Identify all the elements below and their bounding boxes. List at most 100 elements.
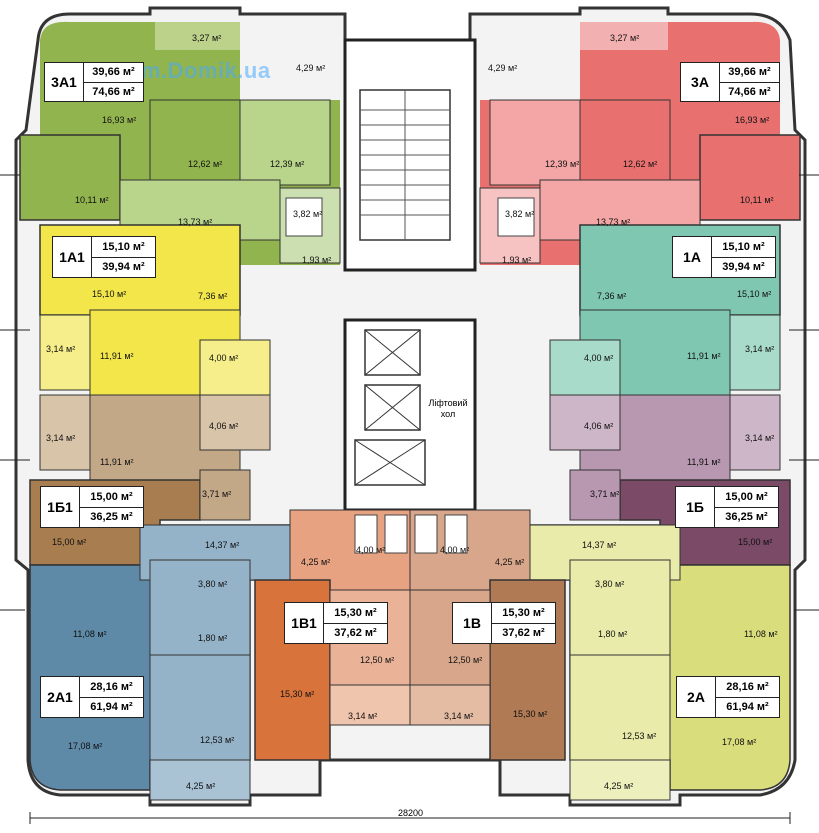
apt-living-area: 15,00 м² [725,490,768,503]
room-area: 4,00 м² [584,353,614,363]
room-area: 17,08 м² [68,741,103,751]
room-area: 16,93 м² [102,115,137,125]
room-area: 4,29 м² [296,63,326,73]
room-area: 13,73 м² [596,217,631,227]
room-area: 10,11 м² [75,195,109,205]
apt-total-area: 74,66 м² [720,81,779,102]
room-area: 10,11 м² [740,195,774,205]
apt-code: 1В [453,603,492,643]
room-area: 3,14 м² [348,711,378,721]
room-area: 14,37 м² [582,540,617,550]
room-area: 7,36 м² [198,291,228,301]
bathtub-icon [444,514,468,554]
room-area: 11,08 м² [73,629,107,639]
room-area: 12,53 м² [622,731,657,741]
apt-3A1-balcony [155,22,240,50]
apt-total-area: 36,25 м² [80,506,143,528]
room-area: 4,25 м² [495,557,525,567]
room-area: 15,10 м² [92,289,127,299]
room-area: 3,14 м² [444,711,474,721]
apt-tag-1V: 1В 15,30 м² 37,62 м² [452,602,556,644]
apt-total-area: 39,94 м² [92,256,155,278]
apt-code: 1A [673,237,712,277]
room-area: 4,06 м² [209,421,239,431]
apt-code: 1В1 [285,603,324,643]
room-area: 1,93 м² [502,255,532,265]
room-area: 11,91 м² [100,351,134,361]
apt-living-area: 28,16 м² [90,680,133,693]
apt-total-area: 39,94 м² [712,256,775,278]
room-area: 11,91 м² [100,457,134,467]
apt-total-area: 36,25 м² [715,506,778,528]
apt-total-area: 61,94 м² [80,696,143,718]
apt-code: 3A [681,63,720,101]
room-area: 3,14 м² [46,344,76,354]
room-area: 12,39 м² [545,159,580,169]
apt-living-area: 15,30 м² [334,606,377,619]
room-area: 12,50 м² [448,655,483,665]
apt-3A-room [699,134,801,221]
apt-total-area: 61,94 м² [716,696,779,718]
room-area: 11,91 м² [687,457,721,467]
room-area: 4,25 м² [186,781,216,791]
apt-3A1-kitchen [149,99,241,186]
bathtub-icon [497,197,535,237]
apt-code: 1A1 [53,237,92,277]
room-area: 3,82 м² [505,209,535,219]
apartment-purple-right [549,394,781,481]
room-area: 1,80 м² [198,633,228,643]
apt-living-area: 39,66 м² [92,66,135,79]
apt-living-area: 39,66 м² [728,66,771,79]
room-area: 4,06 м² [584,421,614,431]
apartment-beige-left [39,394,271,481]
room-area: 4,29 м² [488,63,518,73]
room-area: 3,27 м² [610,33,640,43]
room-area: 15,00 м² [738,537,773,547]
apt-living-area: 15,30 м² [502,606,545,619]
room-area: 3,82 м² [293,209,323,219]
room-area: 1,80 м² [598,629,628,639]
bathtub-icon [285,197,323,237]
room-area: 17,08 м² [722,737,757,747]
room-area: 12,50 м² [360,655,395,665]
room-area: 4,25 м² [301,557,331,567]
room-area: 3,71 м² [590,489,620,499]
room-area: 16,93 м² [735,115,770,125]
room-area: 3,14 м² [46,433,76,443]
apt-tag-3A: 3A 39,66 м² 74,66 м² [680,62,780,102]
stair-treads [360,90,450,240]
room-area: 4,00 м² [209,353,239,363]
room-area: 7,36 м² [597,291,627,301]
room-area: 3,71 м² [202,489,232,499]
lift-hall-label: Ліфтовий хол [428,398,468,419]
room-area: 12,62 м² [188,159,223,169]
apt-tag-2A1: 2A1 28,16 м² 61,94 м² [40,676,144,718]
room-area: 3,80 м² [595,579,625,589]
room-area: 13,73 м² [178,217,213,227]
room-area: 4,00 м² [356,545,386,555]
apt-3A1-room2 [239,99,331,186]
apt-living-area: 15,10 м² [722,240,765,253]
room-area: 11,08 м² [744,629,778,639]
bathtub-icon [414,514,438,554]
room-area: 15,30 м² [513,709,548,719]
room-area: 12,53 м² [200,735,235,745]
room-area: 15,10 м² [737,289,772,299]
room-area: 3,27 м² [192,33,222,43]
apt-living-area: 15,00 м² [90,490,133,503]
apt-total-area: 37,62 м² [492,622,555,644]
apt-tag-1A: 1A 15,10 м² 39,94 м² [672,236,776,278]
apt-living-area: 15,10 м² [102,240,145,253]
apt-total-area: 74,66 м² [84,81,143,102]
bathtub-icon [384,514,408,554]
overall-dimension: 28200 [398,808,424,818]
room-area: 4,25 м² [604,781,634,791]
room-area: 3,14 м² [745,344,775,354]
apartment-2A1 [29,524,291,801]
room-area: 3,14 м² [745,433,775,443]
apt-code: 2A1 [41,677,80,717]
